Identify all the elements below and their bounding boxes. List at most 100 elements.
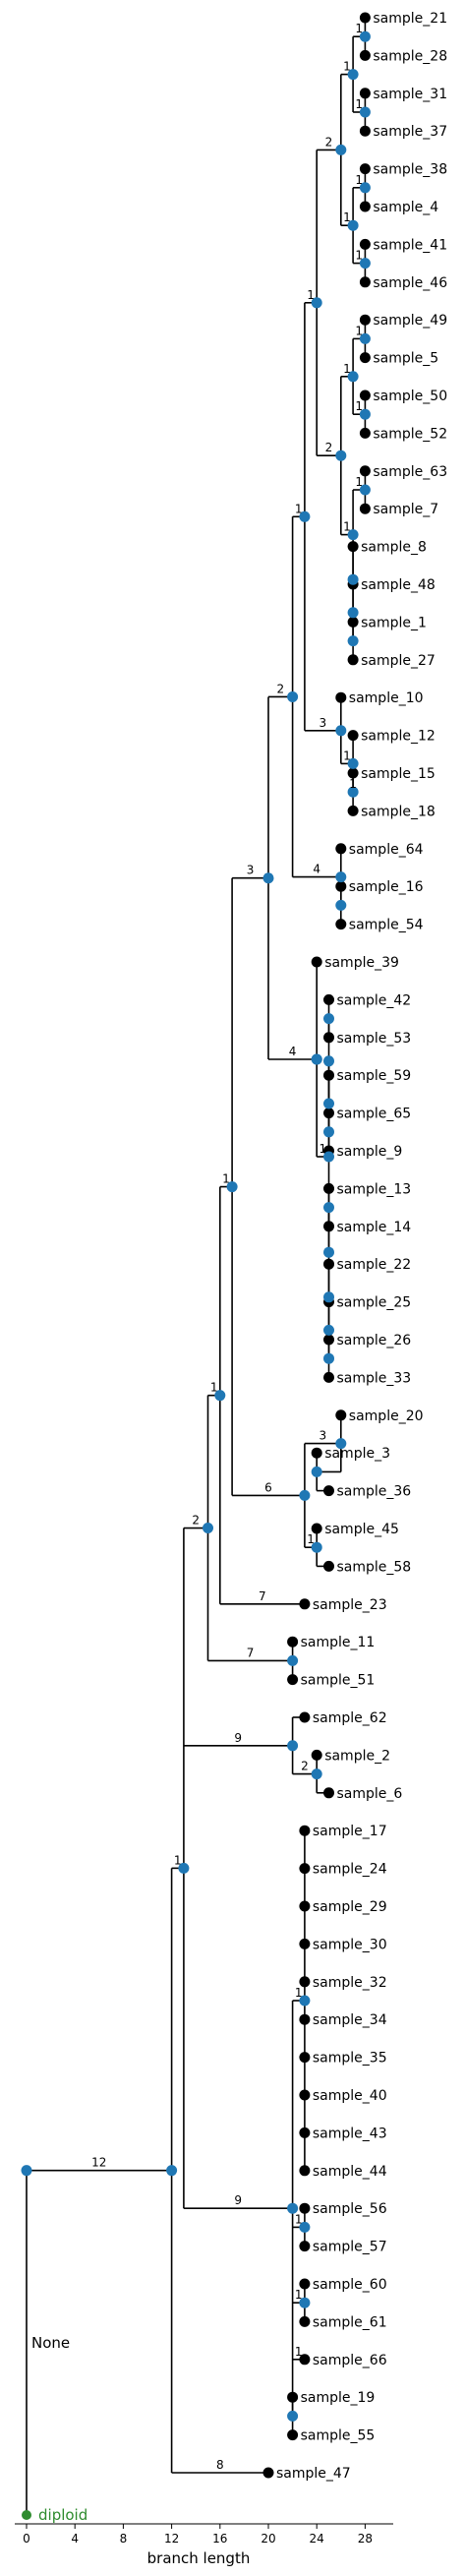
leaf-sample-11-node [287,1636,299,1647]
leaf-sample-11-label: sample_11 [301,1635,376,1650]
leaf-sample-17-node [299,1825,311,1836]
leaf-sample-8-node [347,541,359,553]
leaf-sample-60-label: sample_60 [313,2277,387,2293]
x-tick-label-24: 24 [310,2532,324,2546]
leaf-sample-29-label: sample_29 [313,1899,387,1915]
internal-node-D [214,1390,226,1402]
leaf-sample-12-label: sample_12 [361,729,436,745]
internal-node-M2d [347,635,359,647]
x-tick-label-4: 4 [71,2532,79,2546]
leaf-sample-63-node [359,465,371,477]
branch-length-label: 1 [295,1986,303,2000]
leaf-sample-59-node [323,1069,334,1081]
leaf-sample-21-label: sample_21 [373,11,447,27]
internal-node-P1 [323,1151,334,1163]
internal-node-Q [323,1246,334,1258]
leaf-sample-17-label: sample_17 [313,1824,387,1839]
internal-node-O1 [335,899,347,911]
branch-length-label: 4 [313,863,320,876]
leaf-sample-2-label: sample_2 [324,1748,390,1764]
branch-length-label: 1 [174,1853,182,1867]
leaf-sample-7-node [359,503,371,514]
leaf-sample-39-label: sample_39 [324,955,399,971]
internal-node-N1 [347,757,359,769]
internal-node-K [347,69,359,81]
x-axis-title: branch length [147,2549,251,2567]
leaf-sample-52-label: sample_52 [373,426,447,442]
leaf-sample-20-label: sample_20 [349,1408,424,1424]
leaf-sample-24-label: sample_24 [313,1862,387,1878]
branch-length-label: 1 [295,502,303,515]
leaf-sample-40-label: sample_40 [313,2088,387,2104]
leaf-sample-32-node [299,1976,311,1988]
x-tick-label-12: 12 [164,2532,179,2546]
leaf-sample-64-node [335,843,347,855]
leaf-sample-56-node [299,2202,311,2214]
leaf-sample-25-label: sample_25 [337,1295,412,1311]
internal-node-P5 [323,1126,334,1138]
internal-node-S1 [335,1438,347,1450]
leaf-sample-45-node [311,1523,322,1534]
internal-node-M1a [359,332,371,344]
branch-length-label: 3 [320,716,327,730]
branch-length-label: 4 [289,1045,297,1058]
internal-node-Q1 [323,1202,334,1214]
branch-length-label: 2 [276,682,284,695]
leaf-sample-45-label: sample_45 [324,1522,399,1537]
internal-node-M2 [347,529,359,541]
leaf-sample-46-label: sample_46 [373,275,447,291]
leaf-sample-4-label: sample_4 [373,200,438,215]
internal-node-P2 [323,1055,334,1067]
leaf-sample-26-label: sample_26 [337,1333,412,1348]
leaf-sample-22-label: sample_22 [337,1257,412,1273]
leaf-sample-41-node [359,238,371,250]
leaf-sample-50-node [359,389,371,401]
leaf-sample-66-node [299,2354,311,2366]
leaf-sample-18-node [347,805,359,816]
leaf-sample-47-label: sample_47 [276,2466,351,2482]
leaf-sample-58-label: sample_58 [337,1559,412,1575]
leaf-sample-38-label: sample_38 [373,162,447,178]
leaf-sample-61-label: sample_61 [313,2314,387,2330]
internal-node-Q2 [323,1291,334,1303]
internal-node-B [178,1862,190,1874]
leaf-sample-30-label: sample_30 [313,1937,387,1952]
leaf-sample-62-node [299,1711,311,1723]
x-tick-label-28: 28 [358,2532,373,2546]
leaf-sample-27-label: sample_27 [361,653,436,669]
branch-length-label: 7 [259,1589,266,1603]
internal-node-I [311,297,322,309]
leaf-sample-4-node [359,201,371,212]
leaf-sample-51-label: sample_51 [301,1673,376,1689]
leaf-sample-44-label: sample_44 [313,2164,387,2180]
leaf-sample-51-node [287,1674,299,1686]
leaf-sample-43-node [299,2127,311,2138]
branch-length-label: 1 [343,749,351,762]
internal-node-K1 [359,30,371,42]
internal-node-L [347,219,359,231]
leaf-sample-40-node [299,2089,311,2101]
branch-length-label: 8 [216,2458,224,2472]
x-tick-label-0: 0 [23,2532,30,2546]
leaf-sample-61-node [299,2315,311,2327]
branch-length-label: 1 [307,288,315,302]
leaf-sample-35-node [299,2052,311,2064]
leaf-sample-52-node [359,427,371,439]
leaf-sample-64-label: sample_64 [349,842,424,858]
leaf-sample-26-node [323,1334,334,1346]
diploid-root-node [22,2510,31,2520]
branch-length-label: 1 [355,22,363,35]
leaf-sample-48-label: sample_48 [361,577,436,593]
leaf-sample-1-node [347,616,359,628]
leaf-sample-30-node [299,1938,311,1949]
leaf-sample-37-label: sample_37 [373,124,447,140]
branch-length-label: 1 [295,2212,303,2226]
leaf-sample-54-node [335,919,347,930]
leaf-sample-5-node [359,352,371,364]
internal-node-H [299,510,311,522]
leaf-sample-65-node [323,1108,334,1119]
branch-length-label: 3 [247,864,255,877]
leaf-sample-39-node [311,956,322,968]
leaf-sample-36-node [323,1485,334,1497]
leaf-sample-18-label: sample_18 [361,804,436,819]
